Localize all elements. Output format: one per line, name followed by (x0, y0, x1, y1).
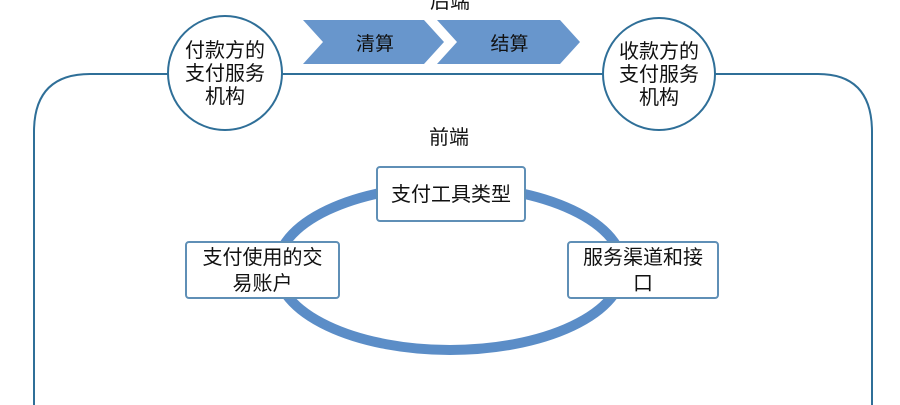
settlement-arrow-label: 结算 (490, 32, 529, 55)
payer-institution-label: 付款方的支付服务机构 (185, 37, 265, 108)
payee-institution-label: 收款方的支付服务机构 (619, 38, 699, 109)
outer-frame (33, 73, 873, 405)
backend-label: 后端 (430, 0, 470, 13)
payee-circle (602, 17, 716, 131)
clearing-arrow-label: 清算 (355, 32, 394, 55)
service-channel-interface-box: 服务渠道和接口 (567, 241, 719, 299)
payment-instrument-type-box: 支付工具类型 (376, 166, 526, 222)
payer-circle (167, 15, 283, 131)
frontend-label: 前端 (429, 125, 469, 149)
transaction-account-box: 支付使用的交易账户 (185, 241, 340, 299)
clearing-arrow (303, 20, 444, 64)
settlement-arrow (437, 20, 580, 64)
